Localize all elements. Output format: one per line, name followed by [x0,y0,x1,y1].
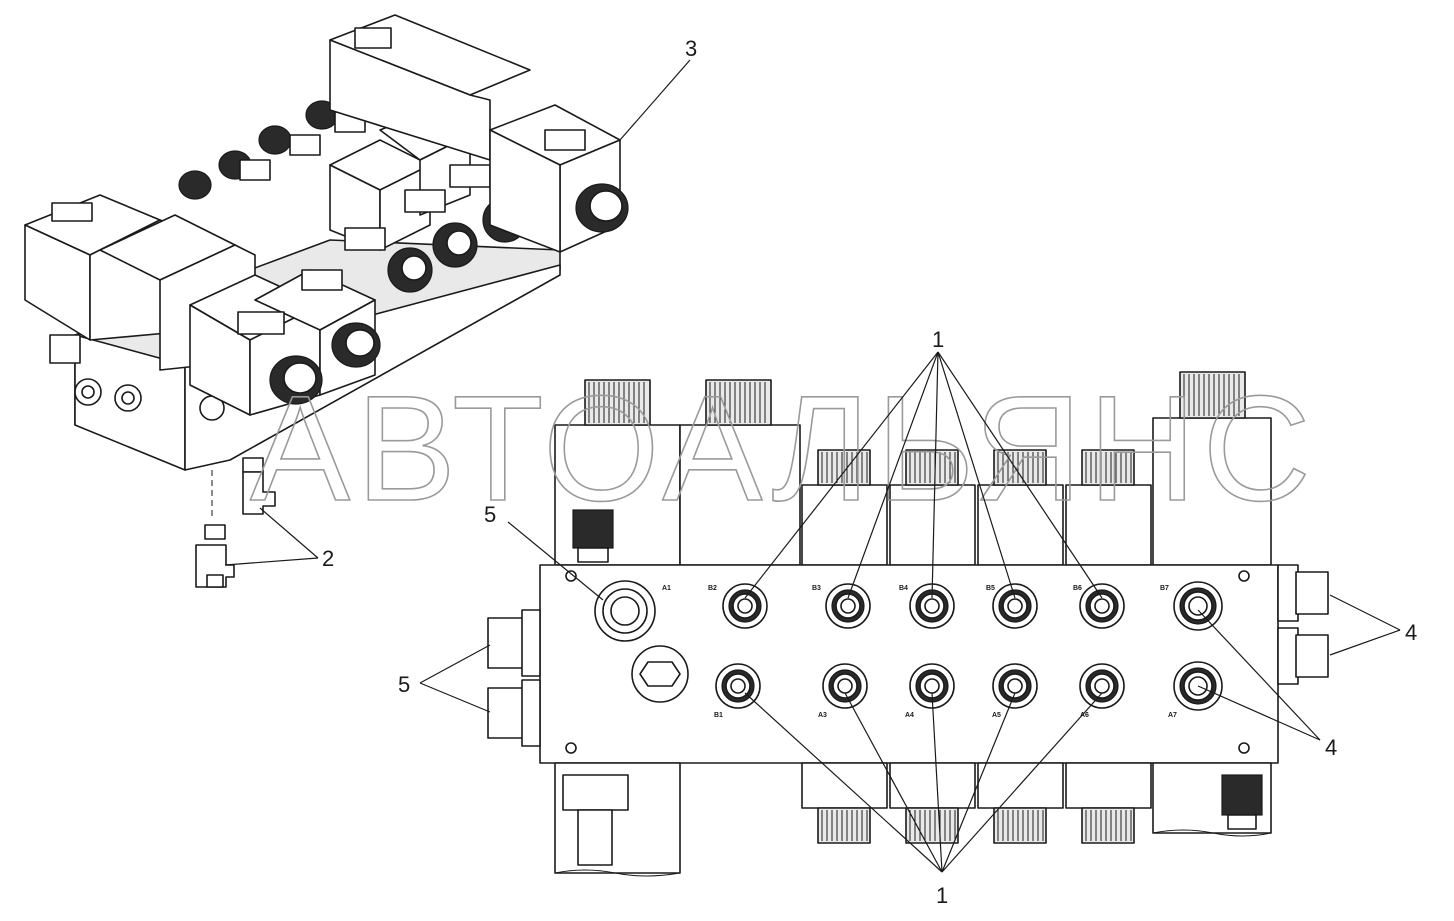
callout-5-top: 5 [484,502,496,527]
port [1079,583,1125,629]
callout-5-bottom: 5 [398,672,410,697]
callout-4-bottom: 4 [1325,735,1337,760]
port-label-bottom: A5 [992,712,1001,719]
callout-1-top: 1 [932,327,944,352]
callout-4-top: 4 [1405,620,1417,645]
iso-small-solenoids [178,100,528,293]
port-label-bottom: A4 [905,712,914,719]
port [825,583,871,629]
port [722,583,768,629]
port-label-top: B2 [708,585,717,592]
leader-lines [224,59,1401,873]
port [909,583,955,629]
port-label-top: B7 [1160,585,1169,592]
port-label-top: B6 [1073,585,1082,592]
port [992,583,1038,629]
watermark-text: АВТОАЛЬЯНС [250,364,1317,532]
port [1173,581,1223,631]
port-label-top: B3 [812,585,821,592]
port [822,663,868,709]
port-label-top: B4 [899,585,908,592]
port-label-top: B5 [986,585,995,592]
port [909,663,955,709]
port-label-bottom: A7 [1168,712,1177,719]
port-label-bottom: B1 [714,712,723,719]
port-label-bottom: A6 [1080,712,1089,719]
port [1079,663,1125,709]
port-label-top: A1 [662,585,671,592]
port [992,663,1038,709]
callout-3: 3 [685,36,697,61]
callout-1-bottom: 1 [936,883,948,908]
isometric-valve-assembly [24,14,629,588]
port-label-bottom: A3 [818,712,827,719]
callout-2: 2 [322,546,334,571]
